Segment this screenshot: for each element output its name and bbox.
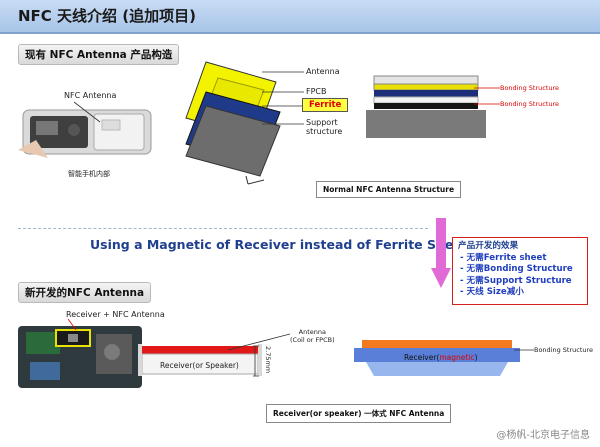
integrated-antenna-caption: Receiver(or speaker) 一体式 NFC Antenna	[266, 404, 452, 423]
bonding-pointers	[474, 87, 500, 105]
section-divider	[18, 228, 428, 229]
normal-structure-caption: Normal NFC Antenna Structure	[316, 181, 462, 198]
phone-internal-photo	[18, 109, 152, 158]
section-1-photo-caption: 智能手机内部	[68, 170, 110, 178]
photo-2-pointer-line	[67, 318, 77, 331]
layer-antenna-label: Antenna	[306, 67, 340, 76]
effects-title: 产品开发的效果	[458, 241, 519, 251]
antenna-pointer-line	[227, 333, 291, 351]
effect-item: - 无需Support Structure	[460, 275, 572, 286]
photo-pointer-line	[73, 101, 101, 123]
watermark: @杨帆-北京电子信息	[496, 430, 590, 441]
receiver-stack-diagram	[138, 344, 262, 376]
layer-support-label: Support structure	[306, 118, 343, 136]
effect-item: - 无需Ferrite sheet	[460, 252, 547, 263]
receiver-or-speaker-label: Receiver(or Speaker)	[160, 361, 239, 370]
dimension-label: 2.75mm	[264, 346, 272, 374]
bonding-pointer-2	[514, 349, 534, 351]
receiver-magnetic-diagram	[354, 340, 520, 376]
bonding-structure-label-1: Bonding Structure	[500, 84, 560, 92]
exploded-layer-diagram	[185, 61, 281, 185]
down-arrow-icon	[431, 218, 451, 288]
page-title: NFC 天线介绍 (追加项目)	[18, 7, 196, 25]
effect-item: - 天线 Size减小	[460, 287, 524, 297]
section-1-photo-label: NFC Antenna	[64, 91, 117, 100]
section-2-photo-label: Receiver + NFC Antenna	[66, 310, 165, 319]
layer-fpcb-label: FPCB	[306, 87, 327, 96]
effect-item: - 无需Bonding Structure	[460, 264, 573, 274]
receiver-magnetic-label: Receiver(magnetic)	[404, 353, 478, 362]
section-2-label: 新开发的NFC Antenna	[18, 282, 152, 303]
layer-arrows	[262, 71, 304, 125]
receiver-module-photo	[18, 326, 142, 388]
section-1-label: 现有 NFC Antenna 产品构造	[18, 44, 180, 65]
band-headline: Using a Magnetic of Receiver instead of …	[90, 237, 468, 252]
cross-section-stack	[366, 75, 486, 138]
bonding-structure-label-2: Bonding Structure	[500, 100, 560, 108]
effects-box: 产品开发的效果 - 无需Ferrite sheet - 无需Bonding St…	[452, 237, 588, 305]
dimension-bracket	[253, 345, 259, 377]
title-bar	[0, 0, 600, 34]
bonding-structure-label-3: Bonding Structure	[534, 346, 594, 354]
layer-ferrite-label: Ferrite	[302, 98, 349, 112]
antenna-coil-label: Antenna (Coil or FPCB)	[290, 328, 335, 344]
